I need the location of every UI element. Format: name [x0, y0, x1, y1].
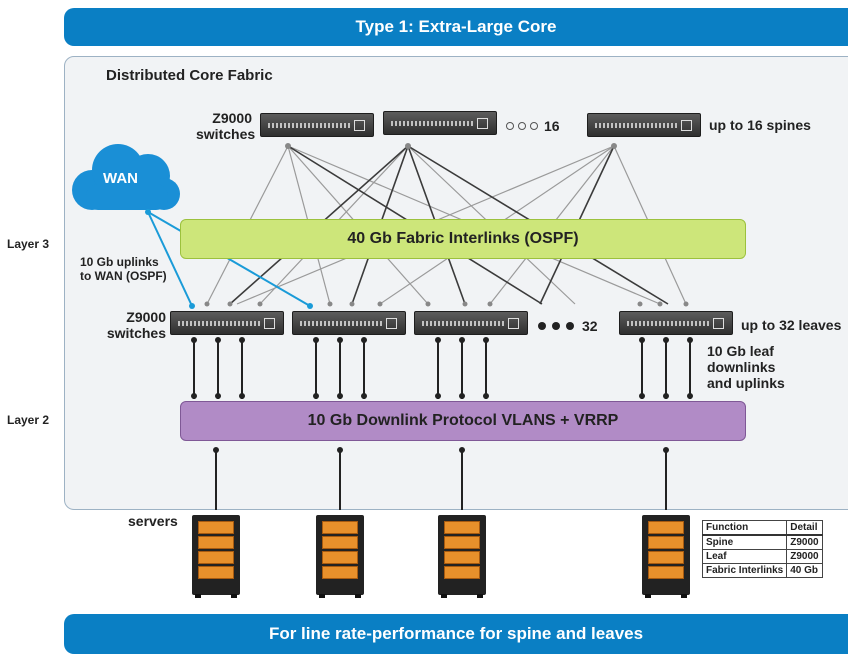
leaf-label-line2: switches — [106, 325, 166, 341]
legend-header-function: Function — [701, 520, 788, 536]
wan-uplink-note: 10 Gb uplinks to WAN (OSPF) — [80, 255, 167, 283]
spine-count: 16 — [544, 118, 560, 134]
legend-row: Fabric Interlinks 40 Gb — [701, 563, 823, 578]
legend-function: Spine — [701, 534, 788, 550]
fabric-title: Distributed Core Fabric — [106, 67, 273, 84]
server-rack-icon — [316, 515, 364, 598]
legend-row: Spine Z9000 — [701, 534, 823, 550]
wan-label: WAN — [103, 170, 138, 187]
spine-label-line1: Z9000 — [212, 110, 252, 126]
legend-row: Leaf Z9000 — [701, 549, 823, 564]
leaf-downlink-note-line1: 10 Gb leaf — [707, 343, 774, 359]
layer2-label: Layer 2 — [7, 413, 50, 427]
downlink-vlan-label: 10 Gb Downlink Protocol VLANS + VRRP — [307, 412, 619, 429]
downlink-vlan-band: 10 Gb Downlink Protocol VLANS + VRRP — [180, 401, 746, 441]
legend-function: Leaf — [701, 549, 788, 564]
wan-uplink-note-line1: 10 Gb uplinks — [80, 255, 159, 269]
leaf-more-indicator: 32 — [538, 318, 598, 334]
wan-cloud-icon — [72, 144, 180, 210]
fabric-interlinks-band: 40 Gb Fabric Interlinks (OSPF) — [180, 219, 746, 259]
leaf-downlink-note-line2: downlinks — [707, 359, 776, 375]
wan-uplink-lines — [147, 211, 311, 307]
server-rack-icon — [438, 515, 486, 598]
spine-label-line2: switches — [196, 126, 256, 142]
server-rack-icon — [192, 515, 240, 598]
layer3-label: Layer 3 — [7, 237, 50, 251]
wan-uplink-note-line2: to WAN (OSPF) — [80, 269, 167, 283]
page-title: Type 1: Extra-Large Core — [355, 17, 557, 36]
legend-function: Fabric Interlinks — [701, 563, 788, 578]
leaf-note: up to 32 leaves — [741, 317, 842, 333]
footer-text: For line rate-performance for spine and … — [268, 624, 644, 643]
leaf-label-line1: Z9000 — [126, 309, 166, 325]
leaf-switch-3 — [414, 311, 528, 335]
fabric-interlinks-label: 40 Gb Fabric Interlinks (OSPF) — [347, 230, 579, 247]
spine-switch-2 — [383, 111, 497, 135]
legend-table: Function Detail Spine Z9000 Leaf Z9000 F… — [701, 520, 823, 578]
legend-detail: Z9000 — [786, 534, 823, 550]
leaf-switch-32 — [619, 311, 733, 335]
spine-label: Z9000 switches — [196, 110, 256, 142]
leaf-switch-1 — [170, 311, 284, 335]
footer-banner: For line rate-performance for spine and … — [64, 614, 848, 654]
server-rack-icon — [642, 515, 690, 598]
leaf-label: Z9000 switches — [100, 309, 166, 341]
legend-detail: Z9000 — [786, 549, 823, 564]
title-banner: Type 1: Extra-Large Core — [64, 8, 848, 46]
legend-detail: 40 Gb — [786, 563, 823, 578]
leaf-downlink-note: 10 Gb leaf downlinks and uplinks — [707, 343, 785, 391]
spine-more-indicator: 16 — [506, 118, 560, 134]
leaf-switch-2 — [292, 311, 406, 335]
spine-note: up to 16 spines — [709, 117, 811, 133]
servers-label: servers — [128, 513, 178, 529]
spine-switch-1 — [260, 113, 374, 137]
legend-header-detail: Detail — [786, 520, 823, 536]
leaf-downlink-note-line3: and uplinks — [707, 375, 785, 391]
legend-header-row: Function Detail — [701, 520, 823, 536]
leaf-count: 32 — [582, 318, 598, 334]
spine-switch-16 — [587, 113, 701, 137]
